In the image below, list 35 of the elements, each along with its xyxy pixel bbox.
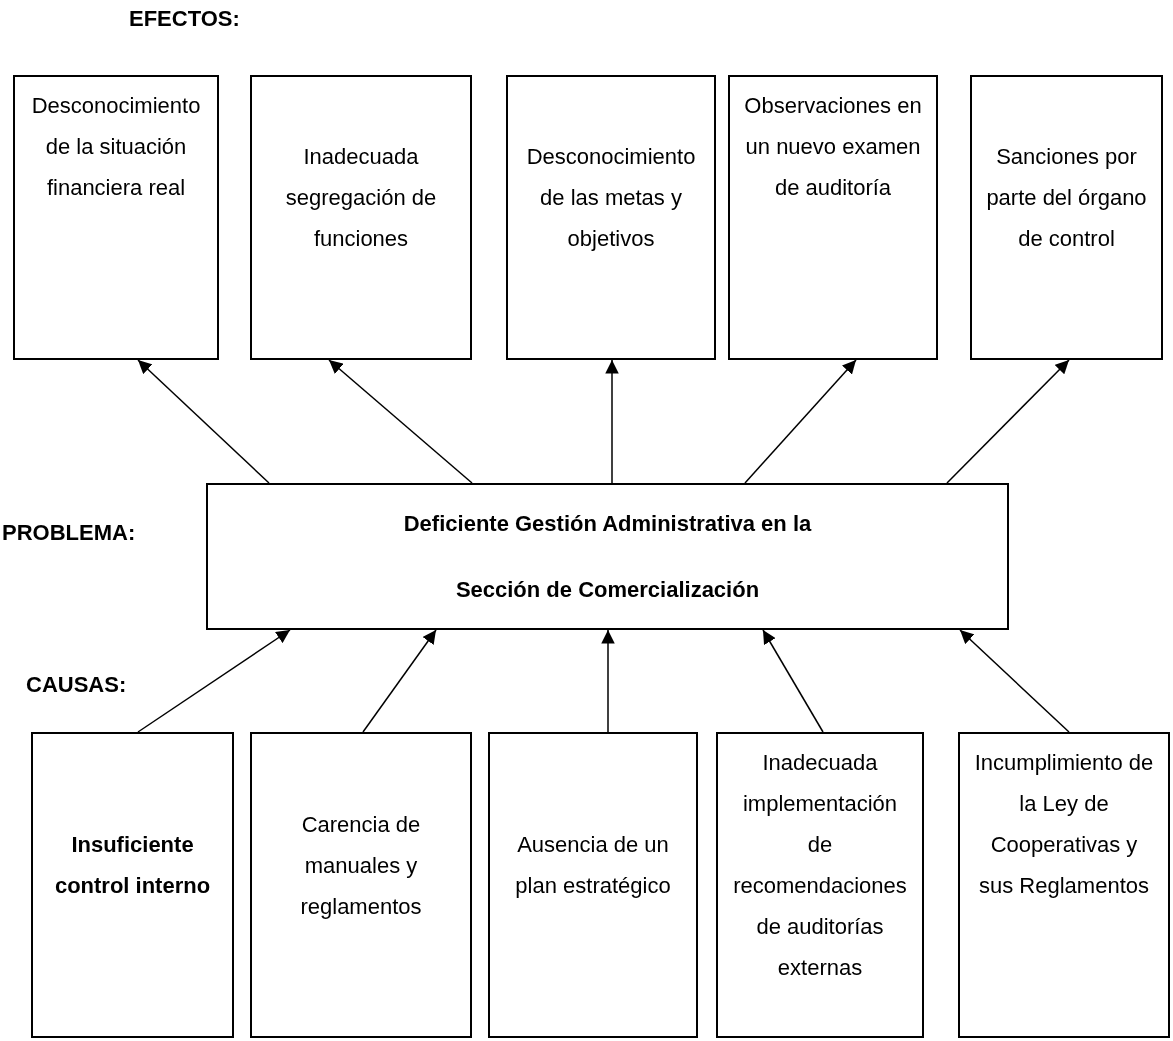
box-text: Observaciones en un nuevo examen de auditoría <box>743 92 923 202</box>
arrow <box>137 359 270 484</box>
section-heading: PROBLEMA: <box>2 519 136 547</box>
cause-box <box>716 732 924 1038</box>
arrow <box>328 359 473 484</box>
problem-text: Deficiente Gestión Administrativa en la Sección de Comercialización <box>402 509 813 604</box>
arrow <box>744 359 857 484</box>
problem-box <box>206 483 1009 630</box>
box-text: Ausencia de un plan estratégico <box>514 831 672 900</box>
effect-box <box>506 75 716 360</box>
box-text: Inadecuada segregación de funciones <box>284 143 438 253</box>
effect-box <box>728 75 938 360</box>
cause-box <box>31 732 234 1038</box>
arrow <box>601 629 615 733</box>
arrow <box>762 629 824 733</box>
section-heading: CAUSAS: <box>26 671 127 699</box>
arrow <box>959 629 1070 733</box>
arrow <box>137 629 291 733</box>
cause-box <box>250 732 472 1038</box>
effect-box <box>250 75 472 360</box>
box-text: Carencia de manuales y reglamentos <box>299 810 423 921</box>
arrow <box>362 629 437 733</box>
box-text: Insuficiente control interno <box>53 831 212 900</box>
box-text: Inadecuada implementación de recomendaciones de auditorías externas <box>732 749 908 982</box>
box-text: Desconocimiento de las metas y objetivos <box>525 143 697 253</box>
cause-box <box>488 732 698 1038</box>
cause-box <box>958 732 1170 1038</box>
effect-box <box>970 75 1163 360</box>
box-text: Incumplimiento de la Ley de Cooperativas y sus Reglamentos <box>973 749 1155 900</box>
section-heading: EFECTOS: <box>129 5 240 33</box>
box-text: Sanciones por parte del órgano de control <box>985 143 1148 253</box>
box-text: Desconocimiento de la situación financiera real <box>30 92 202 202</box>
arrow <box>946 359 1070 484</box>
arrow <box>605 359 619 484</box>
effect-box <box>13 75 219 360</box>
